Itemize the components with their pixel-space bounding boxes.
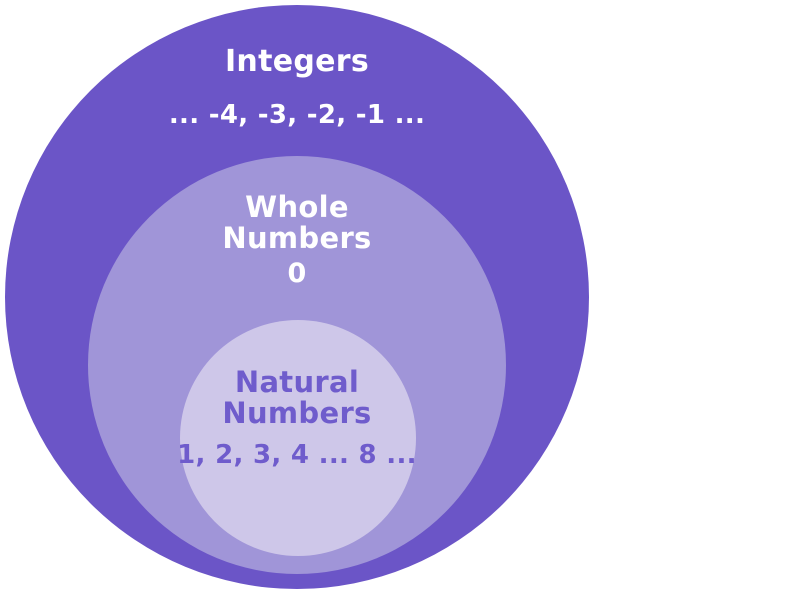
whole-numbers-values: 0 <box>287 258 307 289</box>
natural-numbers-circle <box>180 320 416 556</box>
whole-numbers-label: Whole Numbers <box>222 190 372 256</box>
natural-numbers-label: Natural Numbers <box>222 365 372 431</box>
integers-values: ... -4, -3, -2, -1 ... <box>168 100 426 130</box>
natural-numbers-values: 1, 2, 3, 4 ... 8 ... <box>177 440 417 470</box>
integers-label: Integers <box>224 44 370 79</box>
